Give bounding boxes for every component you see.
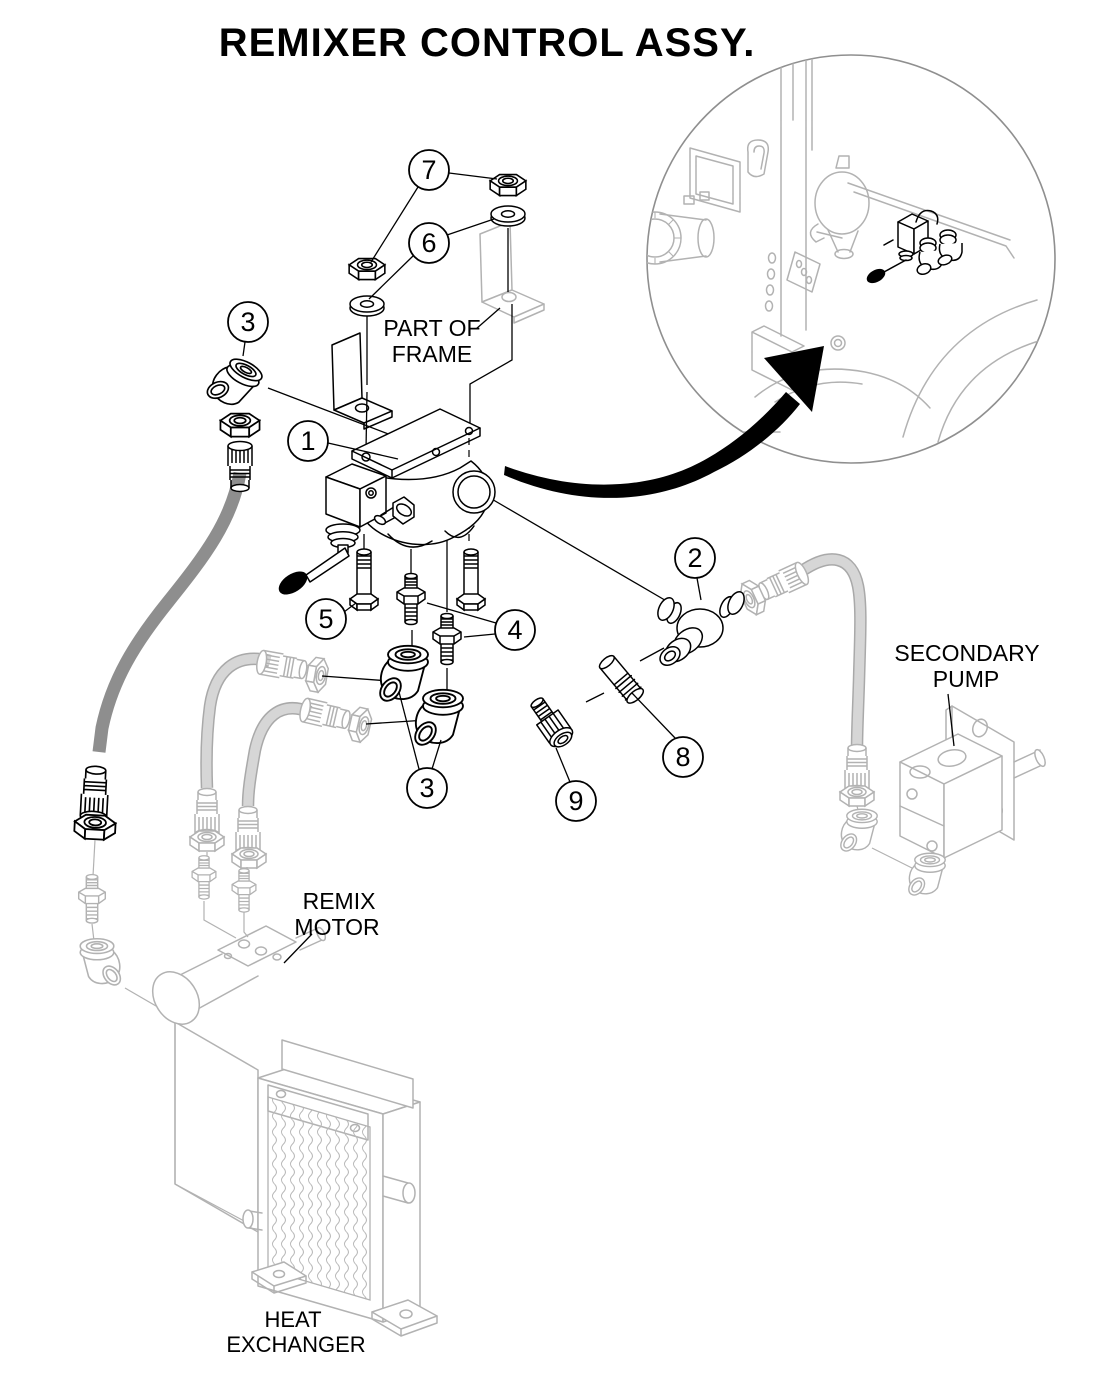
hose-b-fittings [231,696,375,938]
callout-6-number: 6 [421,228,436,258]
hex-nut-right [489,173,527,197]
control-lever [278,544,350,595]
callout-7: 7 [408,149,450,191]
detail-inset [646,54,1056,464]
label-remix-motor: REMIX MOTOR [294,888,379,940]
elbow-fitting-top [199,349,266,493]
knurled-elbow-fitting [530,697,574,748]
frame-bracket-left [331,332,393,430]
callout-9: 9 [555,780,597,822]
label-part-of-frame-line1: PART OF [383,315,480,341]
callout-5: 5 [305,598,347,640]
hydraulic-hose-pump [798,553,867,749]
hose-a-fittings [189,649,331,939]
secondary-pump [899,705,1046,875]
detail-arrow [504,346,824,498]
hydraulic-hose-b [241,702,313,807]
callout-6: 6 [408,222,450,264]
callout-3-top: 3 [227,301,269,343]
elbow-fitting-d [409,688,464,750]
frame-bracket-right [479,221,545,324]
callout-4-number: 4 [507,615,522,645]
remix-motor [151,925,327,1025]
flat-washer-right [490,205,526,227]
callout-3-bottom-number: 3 [419,773,434,803]
heat-exchanger [242,1039,438,1337]
label-heat-exchanger-line1: HEAT [264,1307,321,1332]
hex-nut-left [348,257,386,281]
mount-bolt-left [349,548,379,611]
callout-3-bottom: 3 [406,767,448,809]
tee-fitting [657,590,745,667]
frame-panel-ghost [124,987,259,1233]
callout-7-number: 7 [421,155,436,185]
callout-leaders [242,172,955,964]
callout-8-number: 8 [675,742,690,772]
flat-washer-left [349,295,385,317]
callout-4: 4 [494,609,536,651]
label-part-of-frame-line2: FRAME [392,341,473,367]
hydraulic-hose-a [200,652,272,789]
callout-1: 1 [287,420,329,462]
inset-valve-detail [866,209,963,284]
label-remix-motor-line1: REMIX [303,888,376,914]
label-part-of-frame: PART OF FRAME [383,315,480,367]
callout-8: 8 [662,736,704,778]
hydraulic-hose-dark [92,471,247,753]
callout-9-number: 9 [568,786,583,816]
callout-1-number: 1 [300,426,315,456]
mount-bolt-right [456,548,486,611]
elbow-fitting-c [374,644,429,706]
return-line-fittings [77,839,125,990]
coupling-fitting [598,654,645,704]
straight-fitting-a [396,572,426,626]
page-title: REMIXER CONTROL ASSY. [219,21,756,65]
lever-knob [278,571,308,595]
remixer-control-valve [278,408,496,595]
hose-dark-fittings [73,764,117,842]
callout-5-number: 5 [318,604,333,634]
inset-machine-context [647,55,1043,443]
callout-2: 2 [674,537,716,579]
label-heat-exchanger-line2: EXCHANGER [226,1332,365,1357]
label-secondary-pump: SECONDARY PUMP [894,640,1039,692]
callout-2-number: 2 [687,543,702,573]
label-heat-exchanger: HEAT EXCHANGER [226,1307,365,1357]
callout-3-top-number: 3 [240,307,255,337]
label-remix-motor-line2: MOTOR [294,914,379,940]
inset-circle [646,54,1056,464]
label-secondary-pump-line1: SECONDARY [894,640,1039,666]
pump-side-fittings [735,559,946,899]
straight-fitting-b [432,612,462,666]
label-secondary-pump-line2: PUMP [933,666,999,692]
